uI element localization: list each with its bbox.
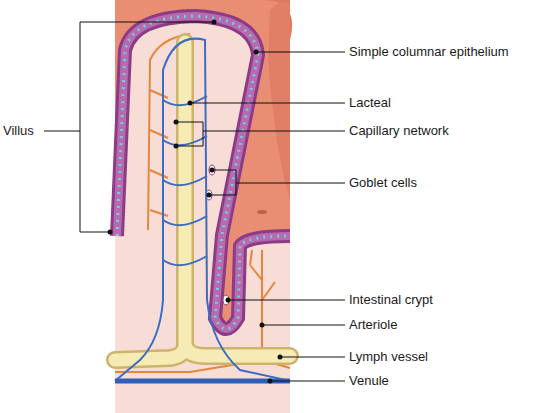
part-label: Venule bbox=[349, 373, 389, 389]
part-label: Lymph vessel bbox=[349, 349, 428, 365]
part-label: Lacteal bbox=[349, 95, 391, 111]
part-label: Arteriole bbox=[349, 317, 397, 333]
part-label: Capillary network bbox=[349, 123, 449, 139]
part-label: Intestinal crypt bbox=[349, 292, 433, 308]
part-label: Villus bbox=[3, 123, 34, 139]
part-label: Goblet cells bbox=[349, 175, 417, 191]
part-label: Simple columnar epithelium bbox=[349, 44, 509, 60]
